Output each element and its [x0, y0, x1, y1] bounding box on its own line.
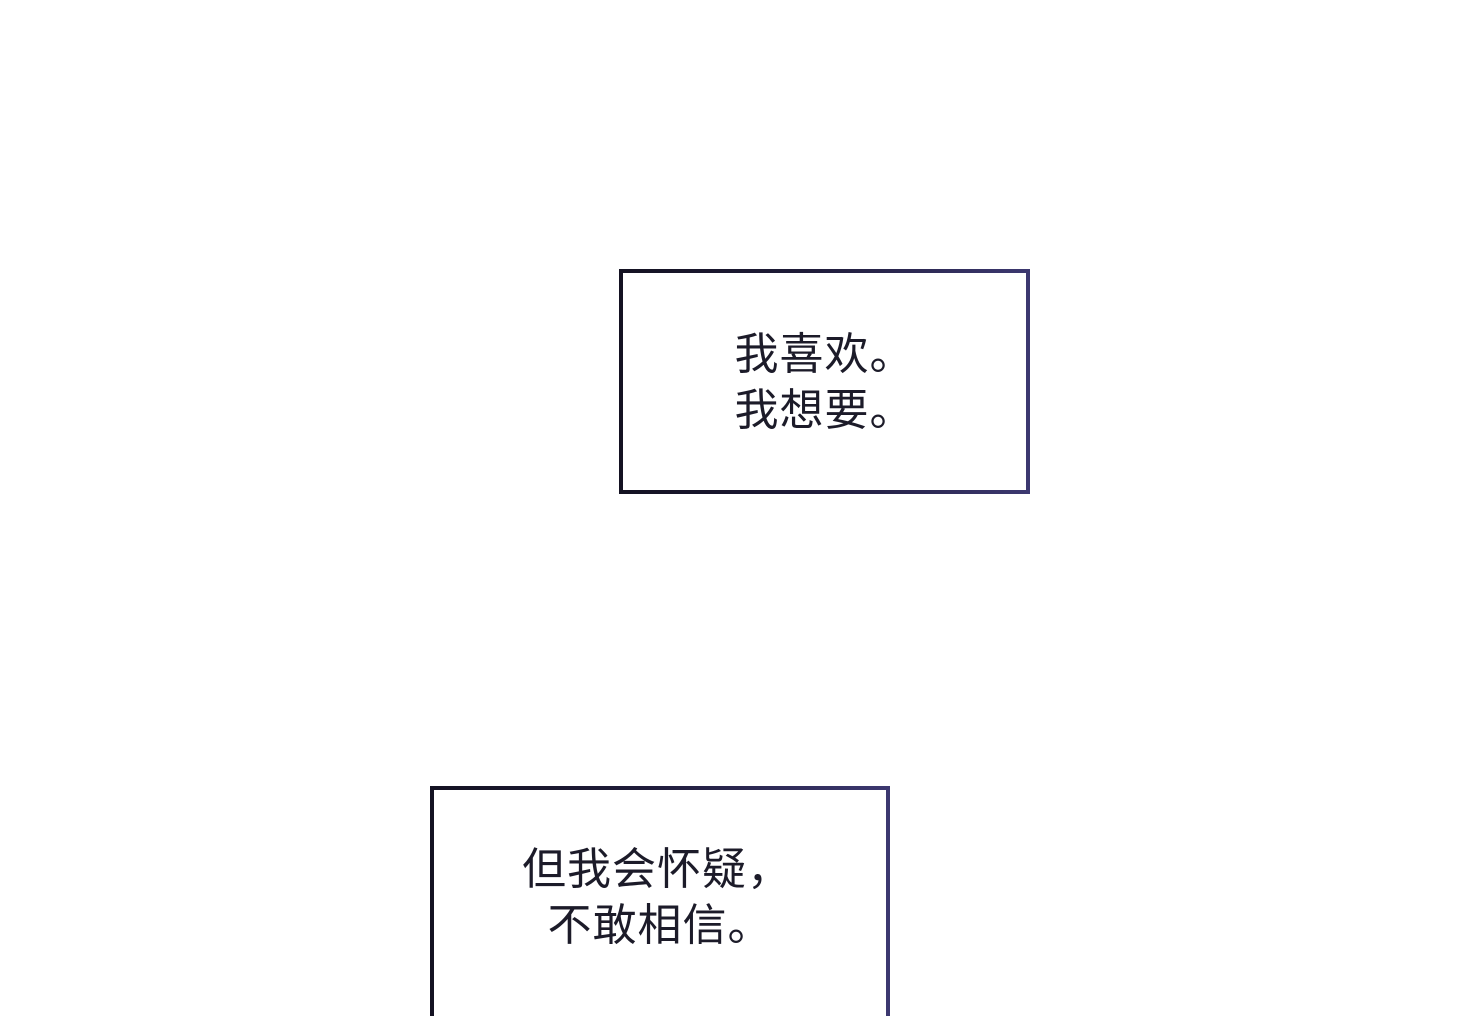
caption-line: 不敢相信。 [547, 900, 773, 951]
caption-line: 我喜欢。 [734, 328, 915, 380]
caption-line: 我想要。 [734, 384, 915, 436]
caption-box-2-content: 但我会怀疑， 不敢相信。 [434, 790, 886, 1016]
caption-box-1-content: 我喜欢。 我想要。 [623, 273, 1026, 490]
caption-box-1: 我喜欢。 我想要。 [619, 269, 1030, 494]
caption-box-2: 但我会怀疑， 不敢相信。 [430, 786, 890, 1016]
caption-line: 但我会怀疑， [522, 844, 792, 895]
